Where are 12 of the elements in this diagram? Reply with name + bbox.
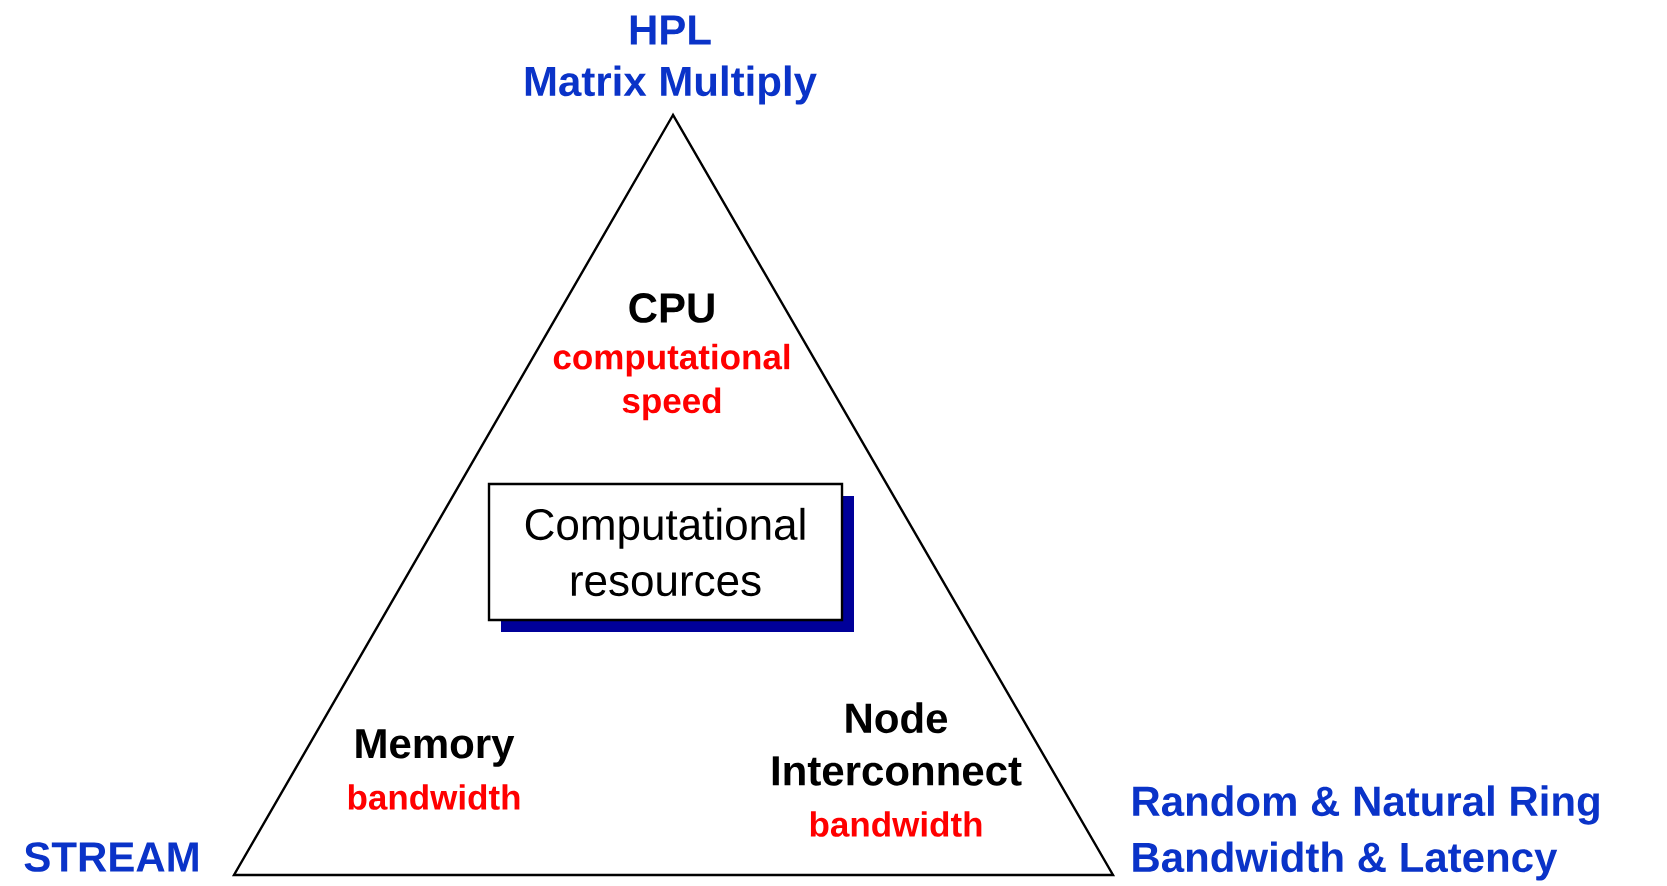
metric-label: computational speed xyxy=(553,343,790,421)
benchmark-label: Random & Natural Ring xyxy=(1133,785,1599,825)
metric-label: bandwidth xyxy=(348,784,520,810)
metric-label: bandwidth xyxy=(810,811,982,837)
benchmark-label: Bandwidth & Latency xyxy=(1133,841,1558,881)
benchmark-label: HPL xyxy=(630,15,711,45)
component-label: Memory xyxy=(356,729,515,767)
text-box: Computational resources xyxy=(487,482,854,632)
component-label: CPU xyxy=(629,293,714,323)
benchmark-label: Matrix Multiply xyxy=(525,65,817,105)
component-label: Node Interconnect xyxy=(772,702,1022,786)
benchmark-label: STREAM xyxy=(24,842,198,872)
